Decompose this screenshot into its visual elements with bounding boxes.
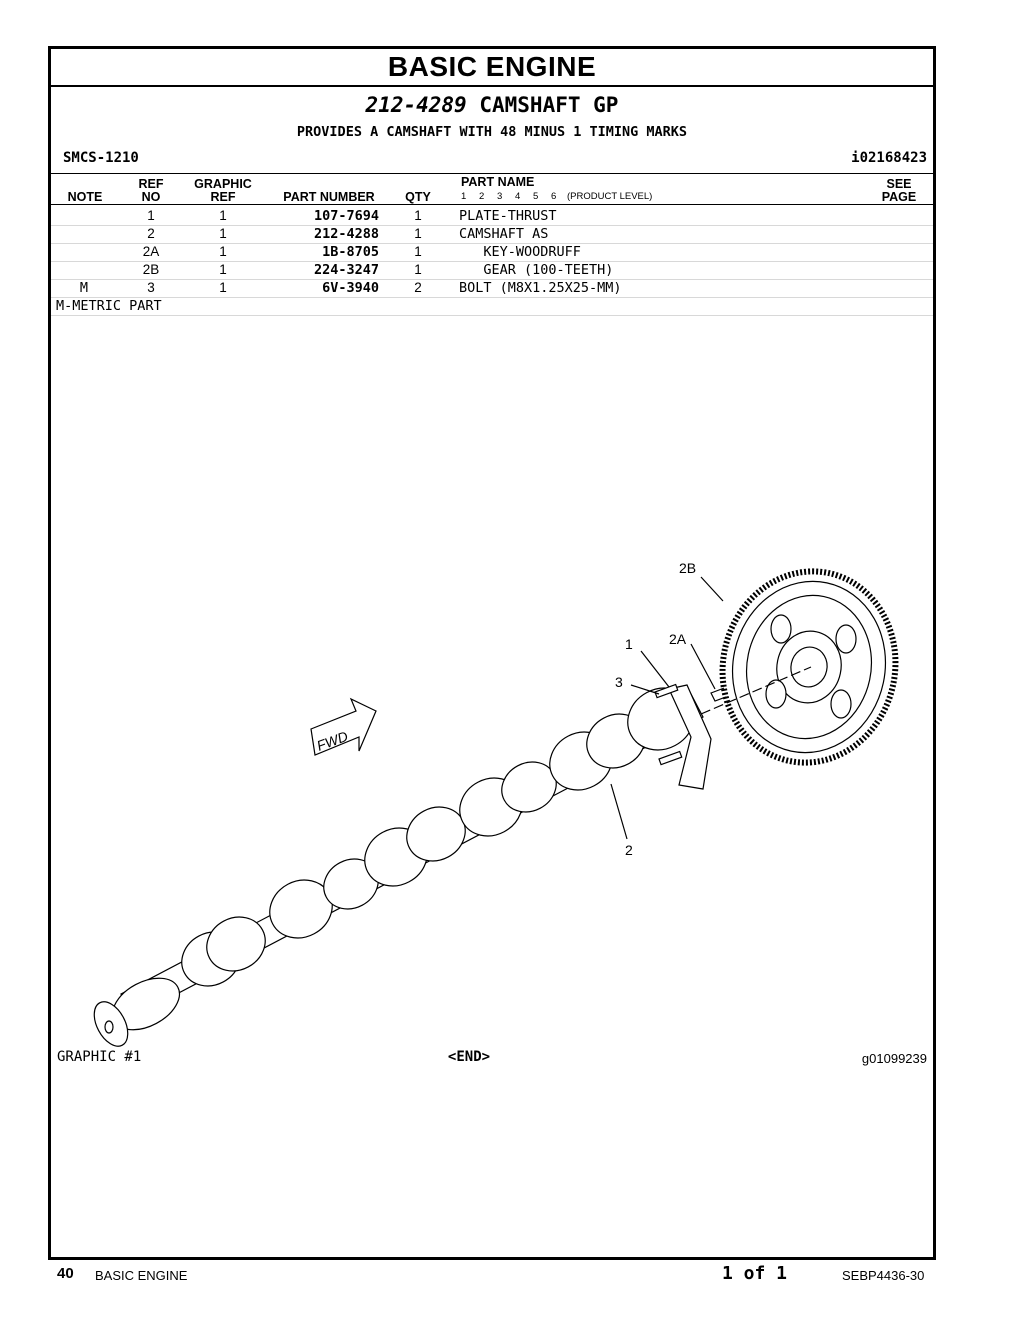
thrust-plate — [668, 684, 712, 790]
header-graphic-bottom: REF — [210, 190, 236, 204]
table-row: M 3 1 6V-3940 2 BOLT (M8X1.25X25-MM) — [51, 279, 933, 298]
cell-qty: 1 — [414, 262, 422, 277]
group-number: 212-4289 — [365, 93, 467, 117]
cell-qty: 1 — [414, 226, 422, 241]
footer-pages: 1 of 1 — [722, 1263, 788, 1284]
cell-graphic-ref: 1 — [219, 262, 227, 277]
cell-note: M — [79, 280, 89, 296]
camshaft-illustration: 2B 1 2A 3 2 FWD — [93, 560, 899, 1047]
header-see-bottom: PAGE — [881, 190, 917, 204]
cell-part-name: PLATE-THRUST — [459, 208, 557, 224]
table-row: 1 1 107-7694 1 PLATE-THRUST — [51, 207, 933, 226]
cell-ref: 2B — [142, 262, 160, 277]
callout-2b: 2B — [679, 560, 696, 576]
cell-part-name: KEY-WOODRUFF — [459, 244, 581, 260]
header-see-top: SEE — [886, 177, 912, 191]
camshaft-lobes — [93, 687, 695, 1047]
table-row: 2B 1 224-3247 1 GEAR (100-TEETH) — [51, 261, 933, 280]
header-part-number: PART NUMBER — [283, 190, 375, 204]
level-2: 2 — [479, 191, 485, 202]
cell-qty: 1 — [414, 244, 422, 259]
header-divider-bottom — [51, 204, 933, 205]
info-id: i02168423 — [851, 150, 927, 166]
level-4: 4 — [515, 191, 521, 202]
cell-part-name: CAMSHAFT AS — [459, 226, 549, 242]
page-frame: BASIC ENGINE 212-4289 CAMSHAFT GP PROVID… — [48, 46, 936, 1260]
cell-graphic-ref: 1 — [219, 226, 227, 241]
cell-part-number[interactable]: 212-4288 — [313, 226, 379, 242]
callout-2: 2 — [625, 842, 633, 858]
level-5: 5 — [533, 191, 539, 202]
level-label: (PRODUCT LEVEL) — [567, 191, 653, 202]
level-6: 6 — [551, 191, 557, 202]
smcs-code: SMCS-1210 — [63, 150, 139, 166]
fwd-arrow — [310, 697, 377, 756]
group-title: 212-4289 CAMSHAFT GP — [51, 93, 933, 117]
graphic-id: g01099239 — [861, 1051, 927, 1066]
callout-3: 3 — [615, 674, 623, 690]
header-ref-bottom: NO — [141, 190, 161, 204]
group-description: PROVIDES A CAMSHAFT WITH 48 MINUS 1 TIMI… — [296, 124, 688, 140]
gear — [719, 568, 899, 766]
header-note: NOTE — [67, 190, 103, 204]
cell-part-number[interactable]: 1B-8705 — [322, 244, 379, 260]
cell-part-number[interactable]: 224-3247 — [313, 262, 379, 278]
cell-part-number[interactable]: 6V-3940 — [322, 280, 379, 296]
cell-part-name: BOLT (M8X1.25X25-MM) — [459, 280, 622, 296]
cell-ref: 1 — [147, 208, 155, 223]
note-legend-row: M-METRIC PART — [51, 297, 933, 316]
cell-ref: 2A — [142, 244, 160, 259]
table-row: 2A 1 1B-8705 1 KEY-WOODRUFF — [51, 243, 933, 262]
footer-doc-id: SEBP4436-30 — [842, 1268, 925, 1283]
level-1: 1 — [461, 191, 467, 202]
header-part-name: PART NAME — [461, 175, 535, 189]
header-graphic-top: GRAPHIC — [194, 177, 252, 191]
cell-ref: 3 — [147, 280, 155, 295]
group-name: CAMSHAFT GP — [479, 93, 619, 117]
callout-1: 1 — [625, 636, 633, 652]
cell-part-number[interactable]: 107-7694 — [313, 208, 379, 224]
level-3: 3 — [497, 191, 503, 202]
header-ref-top: REF — [138, 177, 164, 191]
leader-lines — [610, 576, 724, 840]
footer-section: BASIC ENGINE — [95, 1268, 188, 1283]
note-legend: M-METRIC PART — [56, 298, 162, 314]
footer-page-number: 40 — [57, 1265, 74, 1282]
cell-ref: 2 — [147, 226, 155, 241]
cell-graphic-ref: 1 — [219, 208, 227, 223]
assembly-centerline — [700, 666, 812, 715]
cell-graphic-ref: 1 — [219, 280, 227, 295]
end-mark: <END> — [447, 1049, 491, 1065]
cell-graphic-ref: 1 — [219, 244, 227, 259]
graphic-label: GRAPHIC #1 — [57, 1049, 142, 1065]
bolts — [654, 683, 683, 766]
cell-qty: 1 — [414, 208, 422, 223]
header-qty: QTY — [405, 190, 431, 204]
cell-qty: 2 — [414, 280, 422, 295]
header-divider-top — [51, 173, 933, 174]
callout-2a: 2A — [669, 631, 687, 647]
table-row: 2 1 212-4288 1 CAMSHAFT AS — [51, 225, 933, 244]
section-title: BASIC ENGINE — [51, 49, 933, 87]
cell-part-name: GEAR (100-TEETH) — [459, 262, 614, 278]
